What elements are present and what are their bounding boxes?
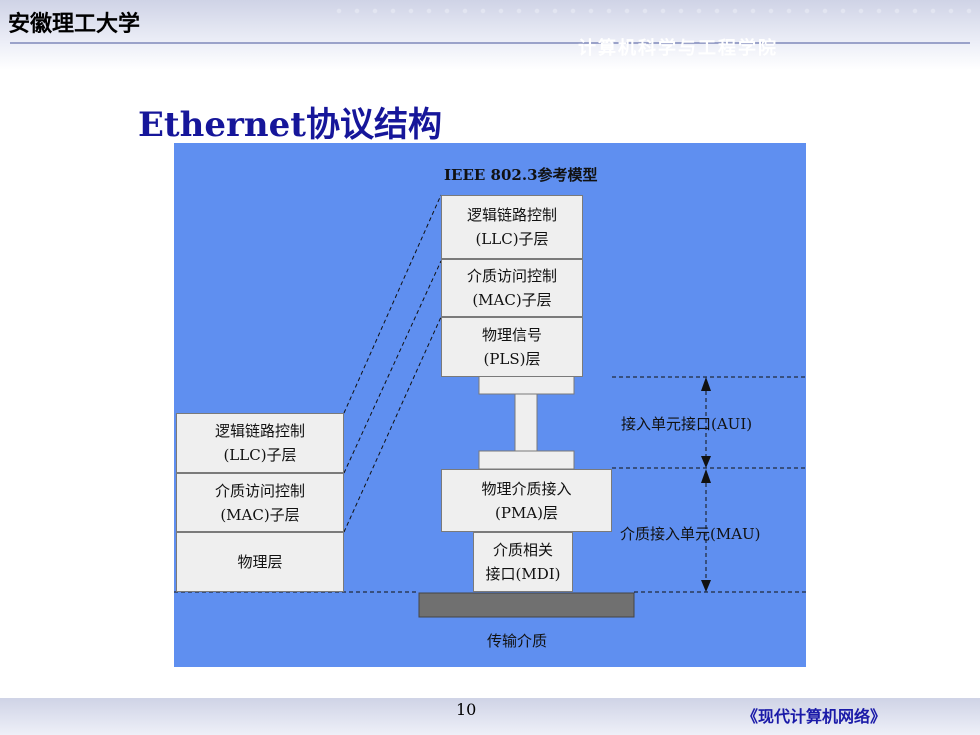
- mau-arrow-up: [701, 469, 711, 483]
- aui-cable: [514, 393, 538, 452]
- mau-label: 介质接入单元(MAU): [620, 525, 761, 543]
- left-llc-line1: 逻辑链路控制: [214, 422, 305, 440]
- header-divider: [10, 42, 970, 44]
- right-mac-line1: 介质访问控制: [466, 267, 557, 285]
- right-mac-box: 介质访问控制 (MAC)子层: [441, 259, 583, 317]
- dash-llc-top: [343, 194, 442, 414]
- left-mac-line1: 介质访问控制: [214, 481, 305, 500]
- left-mac-line2: (MAC)子层: [220, 505, 300, 524]
- header-bar: 安徽理工大学 计算机科学与工程学院: [0, 0, 980, 70]
- right-llc-line2: (LLC)子层: [475, 230, 549, 248]
- book-title: 《现代计算机网络》: [742, 707, 887, 726]
- header-dots: [330, 6, 980, 16]
- left-mac-box: 介质访问控制 (MAC)子层: [176, 473, 344, 532]
- dash-mac-top: [343, 260, 442, 474]
- right-mac-line2: (MAC)子层: [472, 291, 552, 309]
- right-pma-line2: (PMA)层: [495, 503, 558, 522]
- right-pls-line2: (PLS)层: [483, 350, 541, 368]
- right-pls-line1: 物理信号: [481, 326, 542, 344]
- left-llc-line2: (LLC)子层: [223, 446, 297, 464]
- page-number: 10: [456, 700, 477, 719]
- right-pls-box: 物理信号 (PLS)层: [441, 317, 583, 377]
- right-mdi-line1: 介质相关: [492, 541, 553, 559]
- right-mdi-box: 介质相关 接口(MDI): [473, 532, 573, 592]
- medium-label: 传输介质: [487, 632, 548, 650]
- college-name: 计算机科学与工程学院: [578, 38, 778, 59]
- medium-bar: [418, 592, 635, 618]
- aui-label: 接入单元接口(AUI): [621, 415, 753, 433]
- diagram-panel: IEEE 802.3参考模型 逻辑链路控制 (LLC)子层 介质访问控制 (MA…: [174, 143, 806, 667]
- mau-arrow-down: [701, 580, 711, 592]
- model-title: IEEE 802.3参考模型: [444, 166, 598, 184]
- footer-bar: [0, 698, 980, 735]
- left-phy-label: 物理层: [237, 553, 283, 571]
- right-pma-line1: 物理介质接入: [481, 479, 572, 498]
- left-phy-box: 物理层: [176, 532, 344, 592]
- slide-title: Ethernet协议结构: [138, 105, 442, 145]
- right-mdi-line2: 接口(MDI): [485, 565, 561, 583]
- pls-connector: [478, 375, 575, 395]
- pma-connector: [478, 450, 575, 470]
- left-llc-box: 逻辑链路控制 (LLC)子层: [176, 413, 344, 473]
- university-name: 安徽理工大学: [8, 12, 141, 37]
- aui-arrow-down: [701, 456, 711, 468]
- right-llc-box: 逻辑链路控制 (LLC)子层: [441, 195, 583, 259]
- right-llc-line1: 逻辑链路控制: [466, 206, 557, 224]
- right-pma-box: 物理介质接入 (PMA)层: [441, 469, 612, 532]
- aui-arrow-up: [701, 377, 711, 391]
- dash-phy-top: [343, 316, 442, 533]
